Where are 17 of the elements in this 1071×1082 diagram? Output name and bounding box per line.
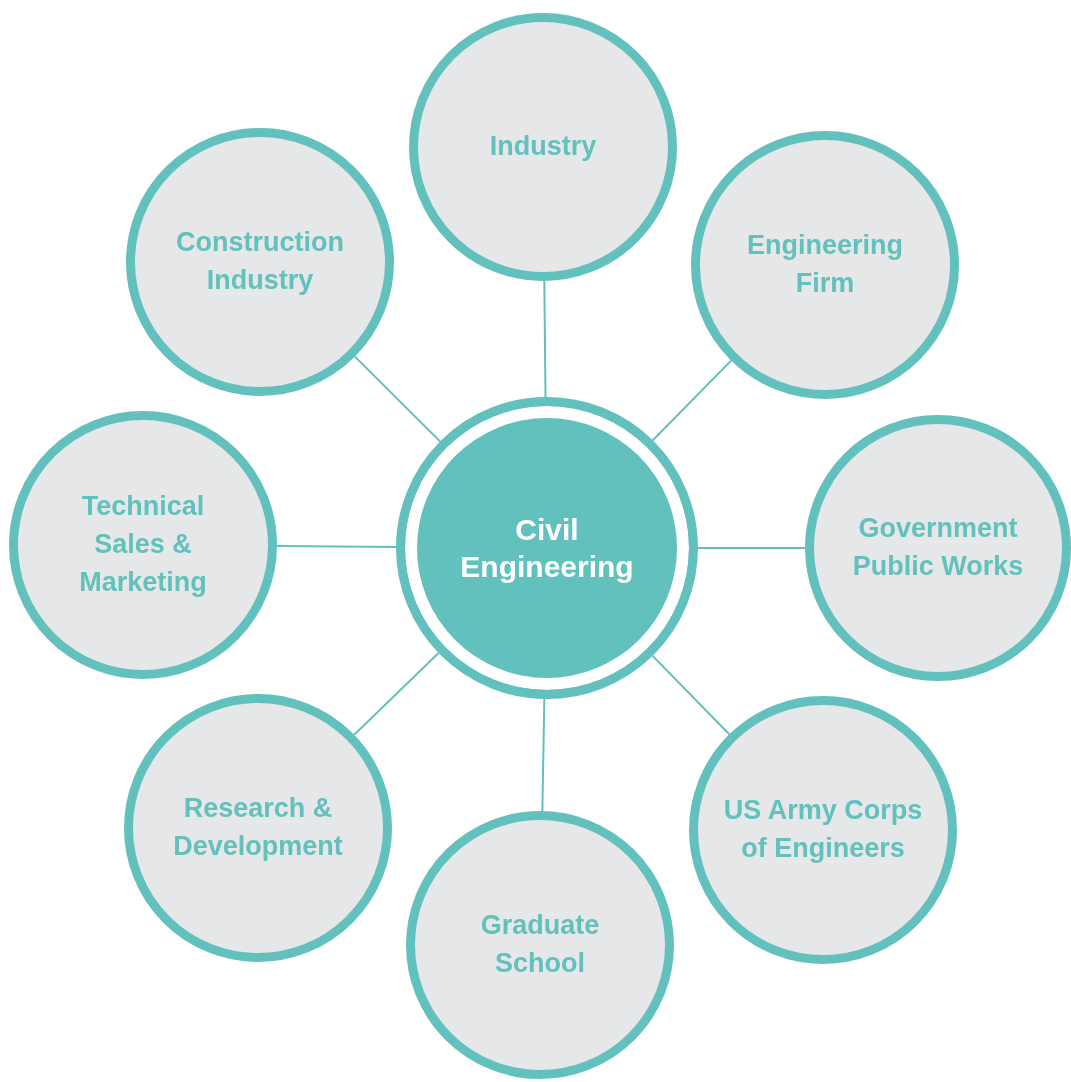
category-label: Engineering Firm — [746, 229, 904, 300]
connector-line — [651, 359, 733, 442]
central-label: Civil Engineering — [459, 511, 635, 585]
category-label: Graduate School — [479, 909, 601, 980]
category-label: US Army Corps of Engineers — [723, 794, 923, 865]
connector-line — [543, 280, 547, 398]
category-label: Government Public Works — [851, 512, 1025, 583]
connector-line — [541, 698, 546, 812]
category-label: Technical Sales & Marketing — [78, 490, 208, 599]
category-label: Construction Industry — [175, 226, 345, 297]
category-label: Industry — [489, 130, 597, 164]
connector-line — [353, 652, 440, 736]
connector-line — [276, 545, 397, 548]
connector-line — [353, 355, 442, 443]
category-label: Research & Development — [172, 792, 344, 863]
connector-line — [651, 654, 731, 736]
connector-line — [697, 547, 806, 549]
